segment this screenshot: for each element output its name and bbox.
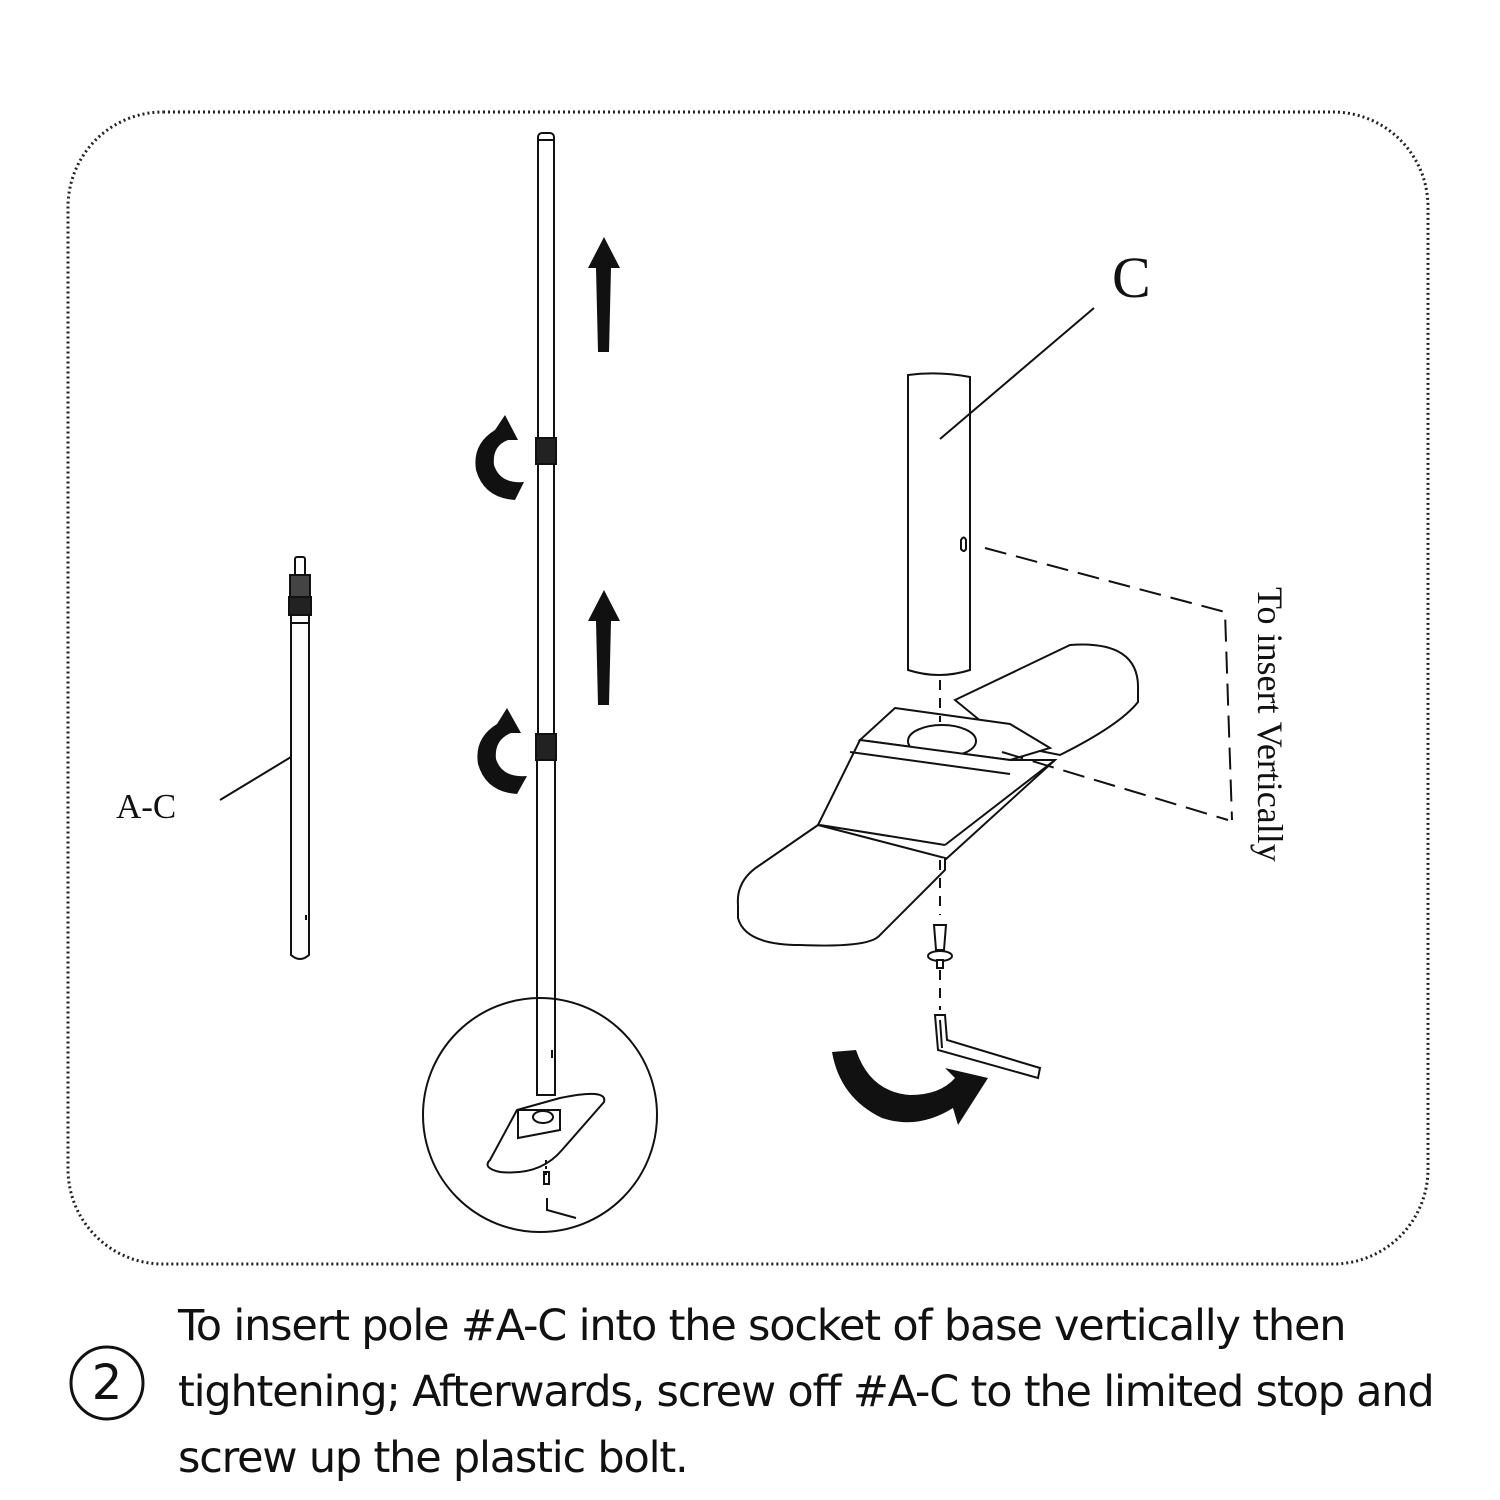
instruction-line: screw up the plastic bolt. (178, 1433, 689, 1483)
label-c: C (1112, 245, 1151, 310)
up-arrow-icon (588, 590, 620, 705)
rotate-arrow-icon (477, 708, 527, 794)
instruction-line: To insert pole #A-C into the socket of b… (178, 1301, 1346, 1351)
tube-c (907, 372, 971, 676)
turn-arrow-icon (832, 1050, 988, 1125)
detail-inset (422, 997, 658, 1233)
insert-vertically-label: To insert Vertically (1250, 587, 1290, 862)
label-ac: A-C (116, 787, 176, 826)
base-plate (736, 643, 1140, 947)
step-number-badge: 2 (69, 1345, 145, 1421)
instruction-line: tightening; Afterwards, screw off #A-C t… (178, 1367, 1435, 1417)
label-ac-leader (219, 756, 292, 801)
pole-ac (288, 556, 312, 960)
label-c-leader (939, 307, 1095, 440)
rotate-arrow-icon (475, 415, 524, 500)
plastic-bolt (927, 924, 953, 969)
step-instructions: To insert pole #A-C into the socket of b… (178, 1293, 1478, 1491)
telescopic-pole (535, 132, 557, 1096)
hex-key-icon (933, 1014, 1042, 1080)
alignment-guides (984, 547, 1233, 821)
dotted-frame (66, 110, 1430, 1266)
step-number: 2 (92, 1355, 123, 1411)
up-arrow-icon (588, 237, 620, 352)
